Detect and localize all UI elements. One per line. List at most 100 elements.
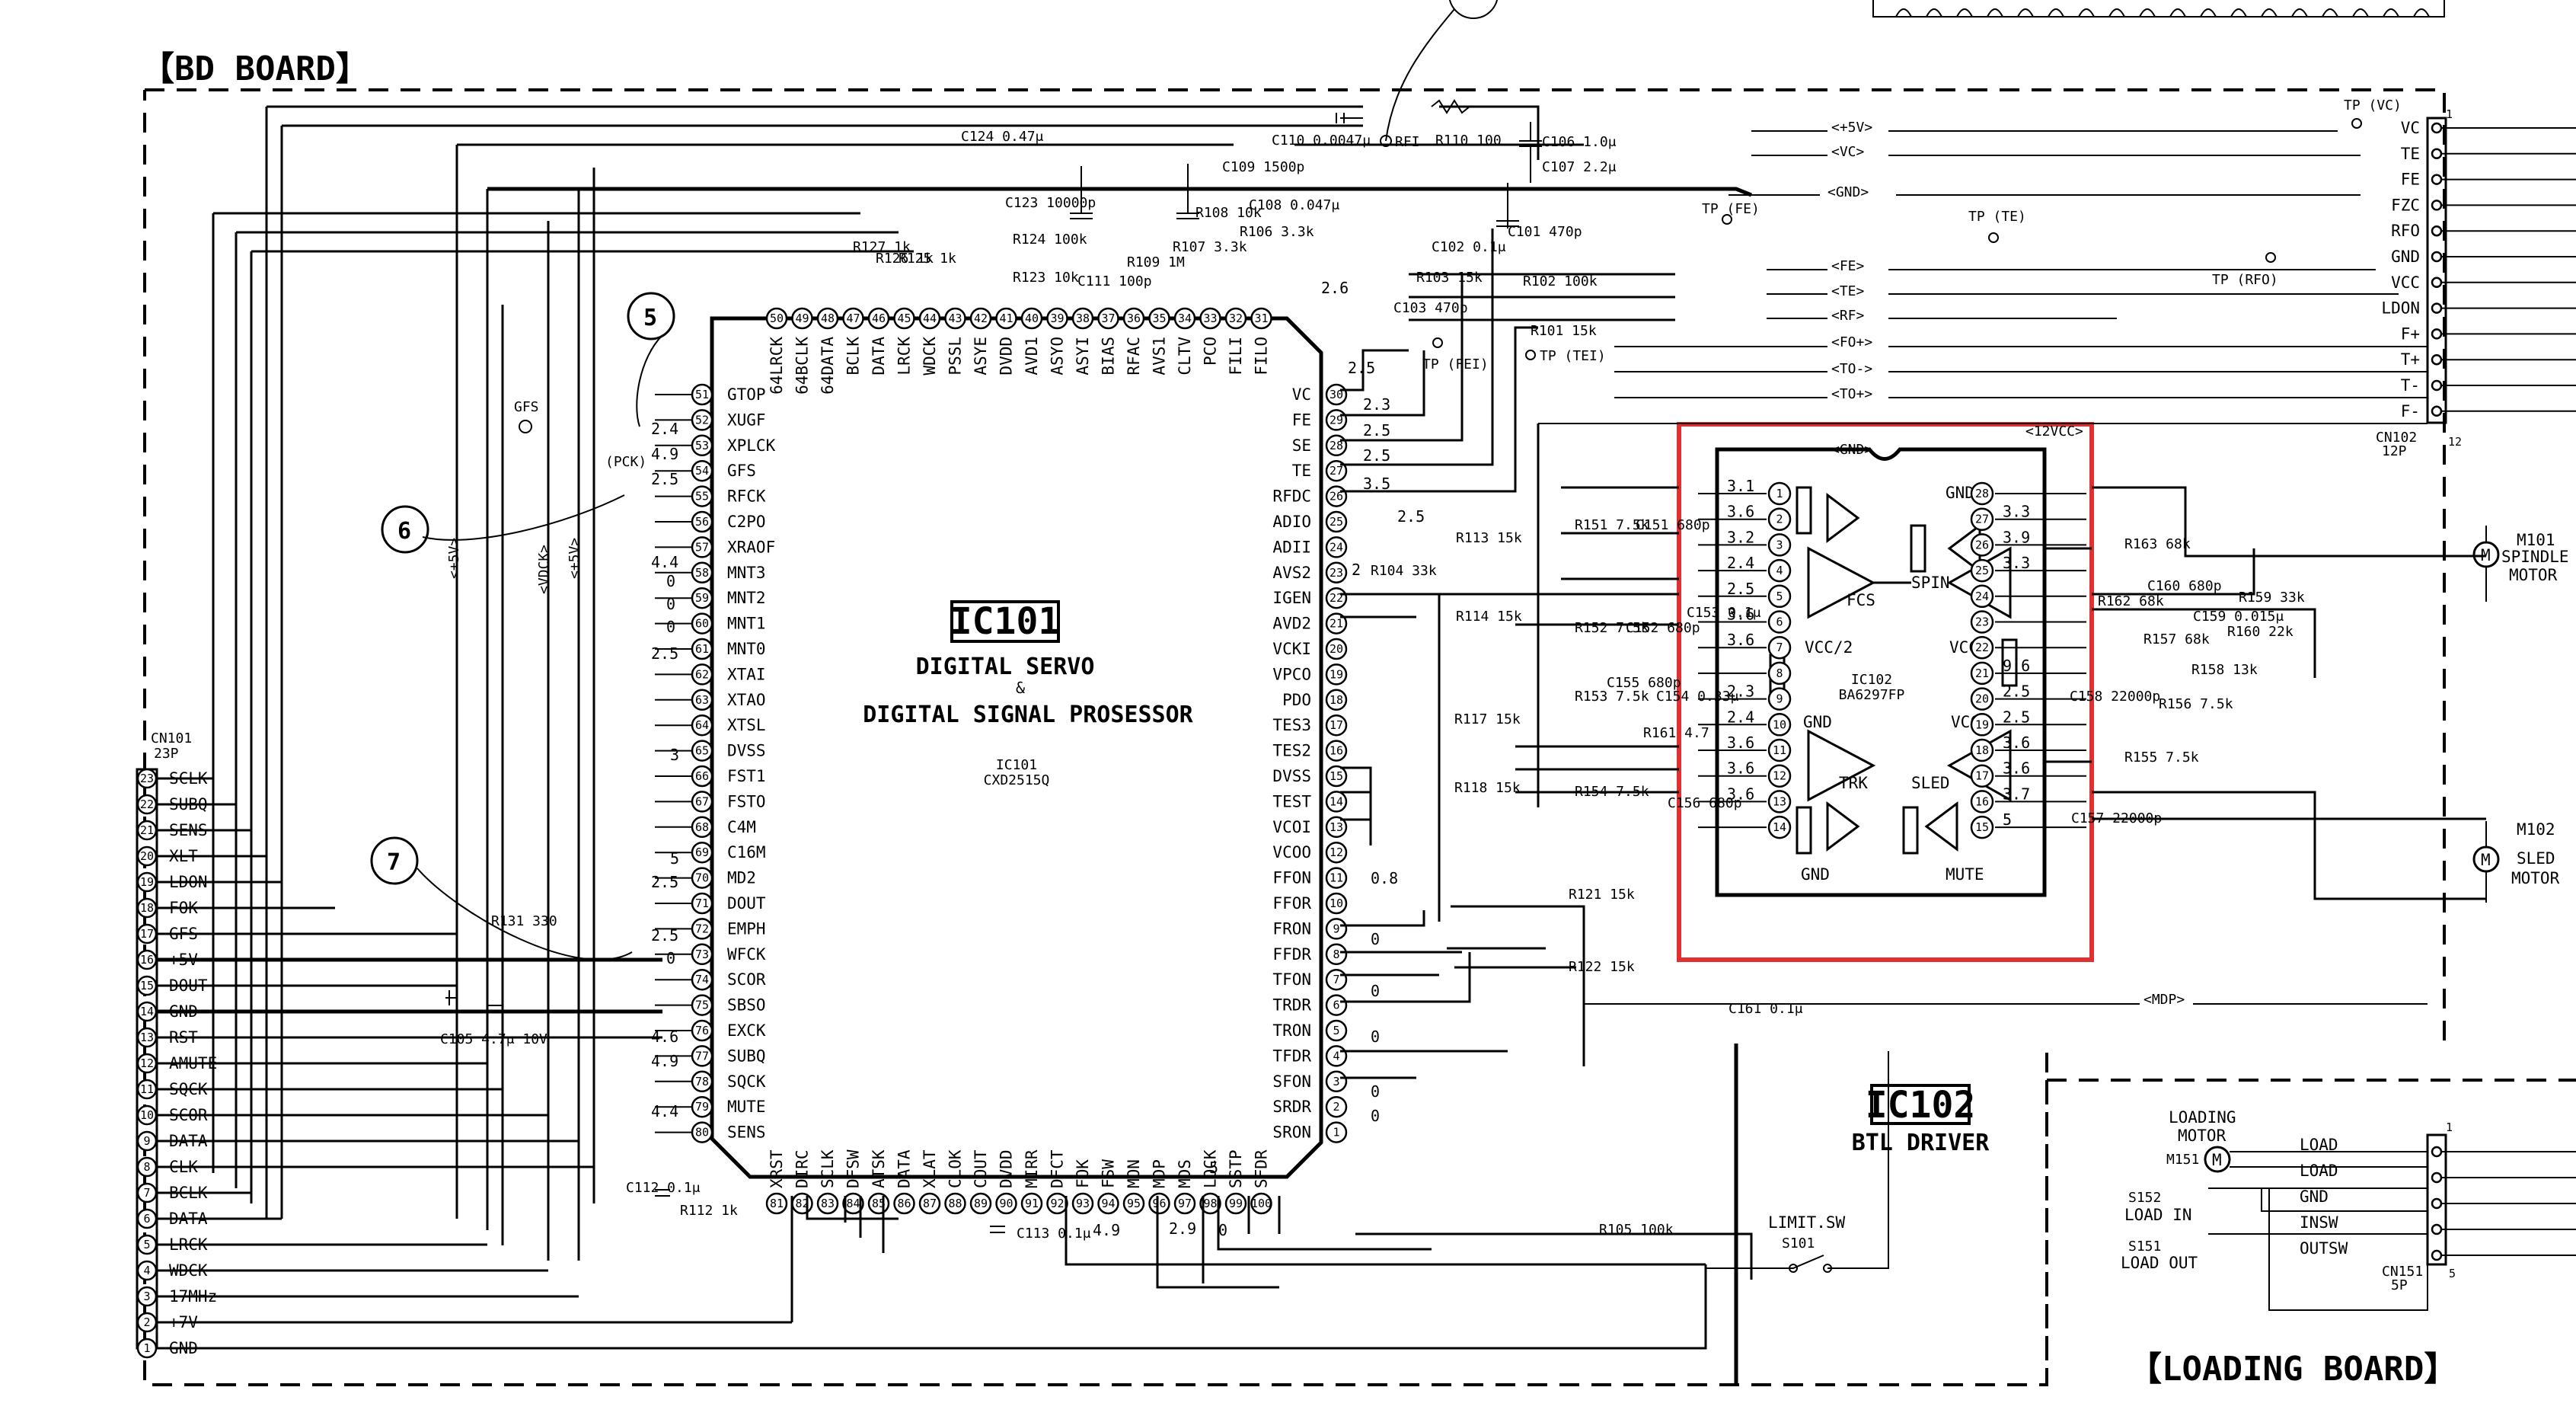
cn102-pin-label: VCC — [2391, 273, 2420, 292]
ic101-pin-left — [691, 536, 713, 558]
ic101-pin-top-label: 64BCLK — [793, 337, 812, 395]
m102-name-2: MOTOR — [2511, 869, 2560, 887]
ic101-pin-left — [691, 638, 713, 660]
ic101-pin-top-number: 39 — [1050, 312, 1064, 325]
cn101-pin-number: 7 — [143, 1186, 150, 1200]
component-label: C151 680p — [1636, 517, 1710, 533]
ic101-pin-right — [1325, 1019, 1348, 1042]
ic101-pin-left-label: SUBQ — [727, 1047, 766, 1065]
ic101-voltage: 2.5 — [651, 873, 678, 891]
cn102-pin — [2431, 251, 2443, 263]
component-label: R113 15k — [1456, 530, 1522, 546]
ic101-pin-left-number: 66 — [695, 769, 709, 783]
ic101-pin-left — [691, 714, 713, 737]
top-connector-arcs — [1385, 0, 2445, 142]
ic101-pin-right-number: 6 — [1333, 999, 1339, 1012]
cn101-pin-number: 2 — [143, 1315, 150, 1329]
ic101-pin-left-label: MNT2 — [727, 589, 766, 607]
component-label: C111 100p — [1077, 273, 1152, 289]
ic102-pin-right-voltage: 3.3 — [2003, 503, 2030, 521]
component-label: R109 1M — [1127, 254, 1185, 270]
ic101-pin-bottom-number: 84 — [846, 1197, 860, 1210]
ic101-voltage: 5 — [670, 849, 679, 868]
ic101-pin-top-number: 37 — [1101, 312, 1115, 325]
cn151-pin — [2431, 1171, 2443, 1184]
ic101-pin-top-label: AVD1 — [1023, 337, 1041, 376]
signal-5v-b: <+5V> — [567, 538, 583, 579]
cn102-pin-label: T+ — [2401, 350, 2420, 369]
ic101-pin-right — [1325, 841, 1348, 864]
ic101-pin-left — [691, 892, 713, 915]
ic101-pin-top — [1148, 307, 1170, 330]
ic102-trk-label: TRK — [1839, 774, 1868, 792]
ic102-pin-right-number: 25 — [1975, 564, 1989, 577]
ic101-pin-top — [1046, 307, 1068, 330]
ic101-pin-left — [691, 867, 713, 889]
ic101-pin-top-label: WDCK — [921, 337, 939, 376]
ic101-pin-right — [1325, 943, 1348, 966]
ic101-pin-left-label: MNT0 — [727, 640, 766, 658]
cn102-last-pin: 12 — [2448, 435, 2462, 449]
ic101-pin-right-number: 24 — [1329, 540, 1343, 554]
ic102-pin-right-voltage: 5 — [2003, 810, 2012, 829]
ic101-pin-left-label: SCOR — [727, 970, 766, 989]
ic101-pin-top-label: DVDD — [998, 337, 1016, 376]
ic101-pin-right-label: TRON — [1272, 1021, 1311, 1040]
cn102-pin-label: LDON — [2381, 299, 2420, 318]
ic102-pin-right — [1970, 533, 1994, 557]
ic101-pin-left — [691, 409, 713, 431]
ic101-pin-bottom — [995, 1192, 1017, 1215]
signal-vdck: <VDCK> — [536, 545, 552, 594]
ic102-pin-left — [1767, 713, 1792, 737]
ic101-pin-top-label: ASYO — [1049, 337, 1067, 376]
ic101-pin-left-number: 53 — [695, 439, 709, 452]
ic101-pin-right — [1325, 612, 1348, 634]
marker-5: 5 — [643, 305, 657, 331]
cn101-ref: CN101 — [151, 730, 192, 746]
ic101-pin-right-label: TE — [1292, 462, 1311, 480]
ic102-pin-left-number: 11 — [1773, 743, 1786, 757]
ic101-pin-bottom — [1224, 1192, 1247, 1215]
ic101-pin-left-number: 78 — [695, 1075, 709, 1088]
ic101-pin-bottom-label: FSW — [1100, 1159, 1118, 1188]
ic101-pin-left-number: 68 — [695, 820, 709, 834]
ic102-pin-right-number: 20 — [1975, 692, 1989, 706]
ic101-pin-right-label: TEST — [1272, 792, 1311, 810]
cn101-pin — [136, 897, 158, 919]
marker-6: 6 — [397, 518, 411, 545]
ic102-pin-left-number: 8 — [1776, 666, 1783, 680]
ic101-pin-left — [691, 968, 713, 991]
ic101-pin-right — [1325, 689, 1348, 711]
cn102-pin — [2431, 405, 2443, 417]
ic101-pin-left — [691, 561, 713, 584]
cn102-connector: 1 12 CN102 12P VCTEFEFZCRFOGNDVCCLDONF+T… — [2376, 107, 2576, 459]
component-label: C160 680p — [2147, 578, 2222, 594]
ic101-pin-top-number: 32 — [1229, 312, 1243, 325]
ic102-pin-left — [1767, 635, 1792, 660]
gfs-label: GFS — [514, 399, 539, 415]
ic101-pin-top-label: 64DATA — [819, 337, 837, 395]
s151-ref: S151 — [2128, 1239, 2161, 1255]
ic101-voltage: 2.5 — [1397, 507, 1425, 526]
ic101-desc-amp: & — [1016, 679, 1025, 697]
component-label: C158 22000p — [2070, 689, 2160, 705]
ic101-pin-right-number: 14 — [1329, 794, 1343, 808]
ic101-pin-top-number: 47 — [846, 312, 860, 325]
component-label: C109 1500p — [1222, 159, 1304, 175]
ic102-pin-right-number: 18 — [1975, 743, 1989, 757]
ic101-pin-top — [1020, 307, 1043, 330]
ic101-pin-left-number: 69 — [695, 845, 709, 859]
ic101-pin-top-label: FILI — [1227, 337, 1245, 376]
ic101-pin-right-label: RFDC — [1272, 487, 1311, 506]
ic101-pin-top-label: FILO — [1253, 337, 1271, 376]
s151-name: LOAD OUT — [2121, 1254, 2198, 1272]
ic101-pin-right-label: FRON — [1272, 919, 1311, 938]
ic101-sub: IC101 — [996, 757, 1037, 773]
ic101-pin-right-number: 8 — [1333, 948, 1339, 961]
ic101-pin-left — [691, 765, 713, 788]
ic101-pin-right-label: TES3 — [1272, 716, 1311, 734]
net-fe: <FE> — [1831, 258, 1865, 274]
